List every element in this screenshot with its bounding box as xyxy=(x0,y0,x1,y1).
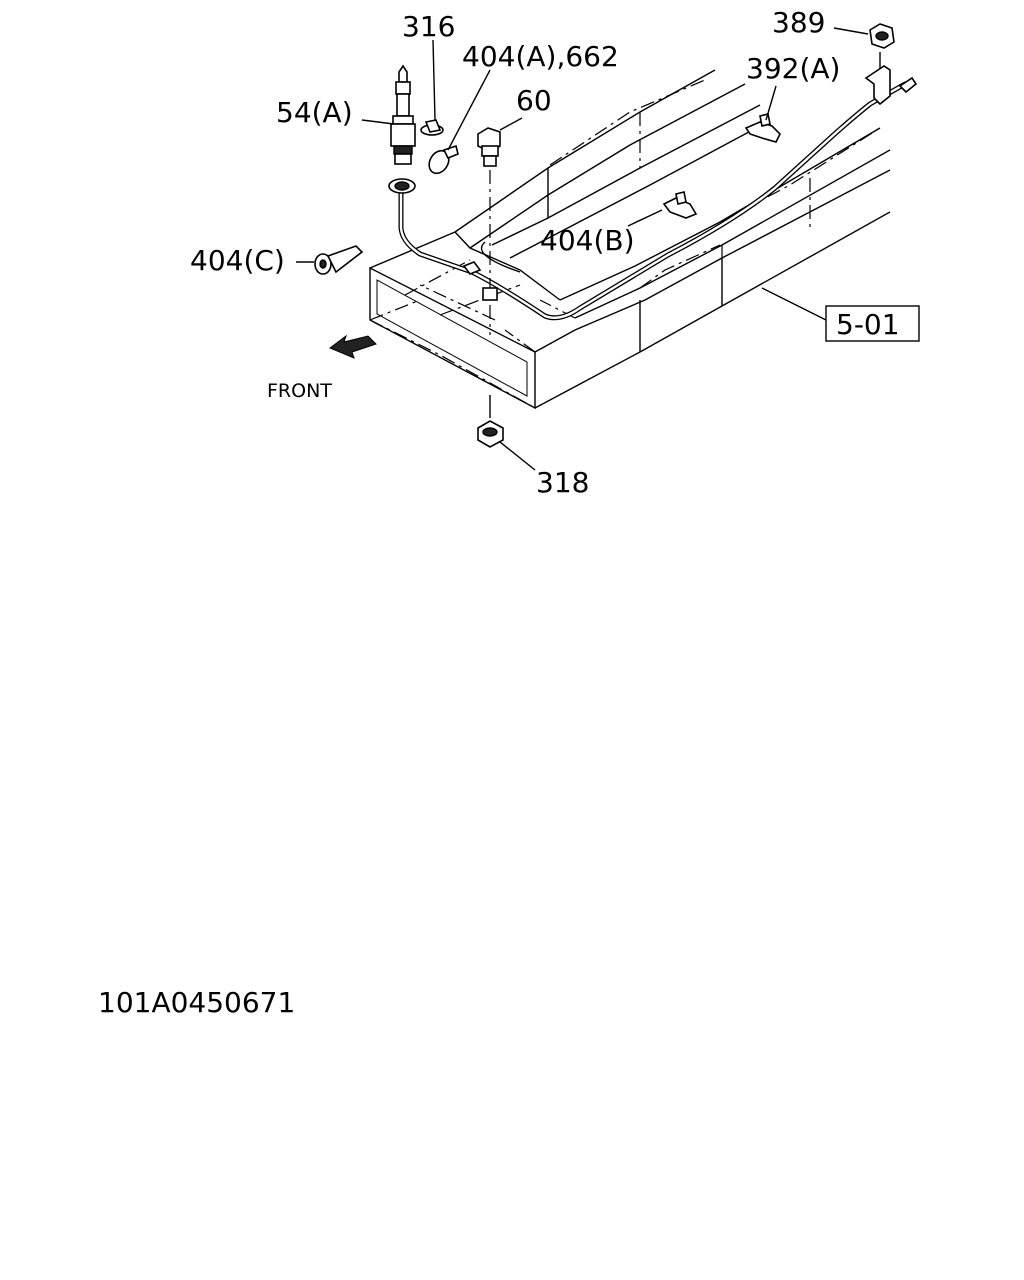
part-60-bolt[interactable] xyxy=(477,127,501,335)
part-404b-clip[interactable] xyxy=(662,191,698,219)
label-392a: 392(A) xyxy=(746,52,840,85)
label-389: 389 xyxy=(772,6,825,39)
tube-clip-bracket xyxy=(462,261,482,275)
part-318-nut[interactable] xyxy=(477,395,504,448)
label-5-01: 5-01 xyxy=(836,308,900,341)
part-54a-fitting[interactable] xyxy=(388,64,416,194)
label-60: 60 xyxy=(516,84,552,117)
tube-bracket xyxy=(864,52,918,106)
label-54a: 54(A) xyxy=(276,96,353,129)
label-404a-662: 404(A),662 xyxy=(462,40,619,73)
label-316: 316 xyxy=(402,10,455,43)
label-404b: 404(B) xyxy=(540,224,635,257)
part-392a-clip[interactable] xyxy=(744,113,781,143)
figure-id: 101A0450671 xyxy=(98,986,295,1019)
label-404c: 404(C) xyxy=(190,244,285,277)
label-318: 318 xyxy=(536,466,589,499)
part-404a-clamp[interactable] xyxy=(425,144,459,177)
part-404c-clip[interactable] xyxy=(314,245,364,275)
leader-lines xyxy=(296,27,869,471)
reference-box-5-01[interactable]: 5-01 xyxy=(825,305,920,342)
front-arrow-icon xyxy=(329,334,377,359)
part-316-clip[interactable] xyxy=(420,119,444,136)
chassis-frame xyxy=(369,69,891,410)
part-389-nut[interactable] xyxy=(869,23,895,49)
fuel-tube xyxy=(398,81,908,321)
label-front: FRONT xyxy=(267,380,332,402)
